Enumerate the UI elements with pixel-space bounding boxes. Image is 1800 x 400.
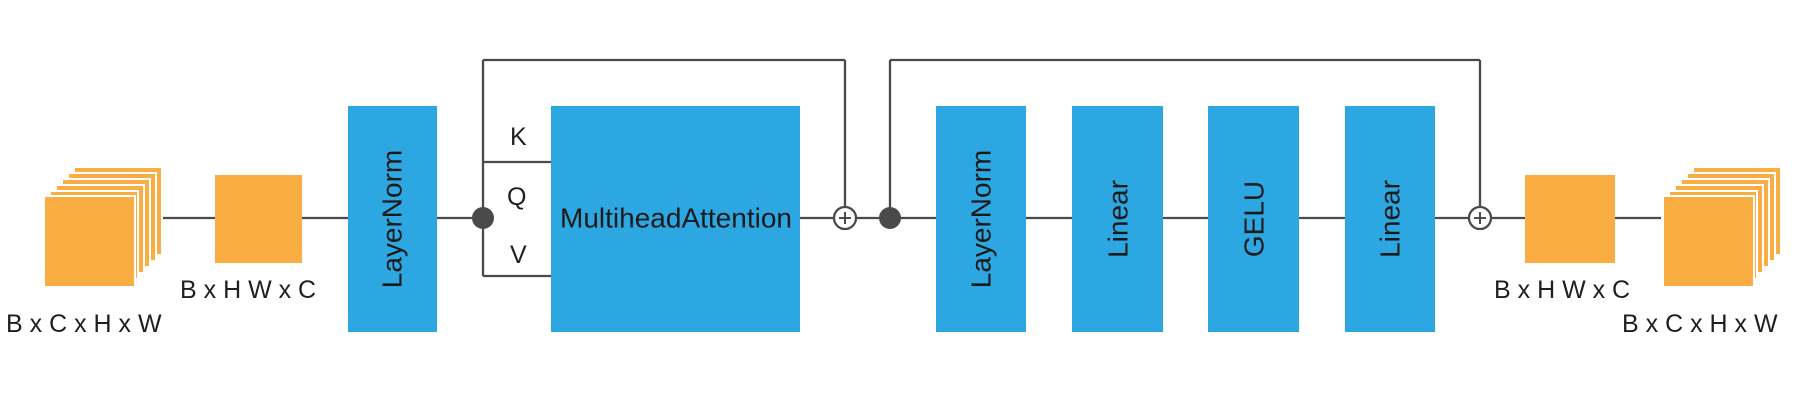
plus-circle-icon [832, 205, 858, 231]
junction-dot-icon [472, 207, 494, 229]
output-token-shape-label: B x H W x C [1494, 276, 1630, 304]
layernorm-2-label: LayerNorm [966, 150, 997, 288]
output-image-shape-label: B x C x H x W [1622, 310, 1778, 338]
layernorm-1-label: LayerNorm [377, 150, 408, 288]
gelu-block [1208, 106, 1299, 332]
plus-circle-icon [1467, 205, 1493, 231]
gelu-label: GELU [1239, 181, 1270, 257]
input-tensor-stack [43, 166, 163, 288]
input-token-shape-label: B x H W x C [180, 276, 316, 304]
connections [162, 58, 1661, 278]
input-token-tensor [215, 175, 302, 263]
input-tensor-layer [43, 195, 136, 288]
linear-2-label: Linear [1375, 180, 1406, 258]
linear-block-2 [1345, 106, 1435, 332]
output-token-tensor [1525, 175, 1615, 263]
output-tensor-stack [1662, 166, 1782, 288]
input-image-shape-label: B x C x H x W [6, 310, 162, 338]
query-label: Q [507, 183, 526, 211]
multihead-attention-block [551, 106, 800, 332]
multihead-attention-label: MultiheadAttention [560, 203, 792, 234]
layernorm-block-2 [936, 106, 1026, 332]
linear-block-1 [1072, 106, 1163, 332]
linear-1-label: Linear [1103, 180, 1134, 258]
output-tensor-layer [1662, 195, 1755, 288]
key-label: K [510, 123, 527, 151]
junction-dot-icon [879, 207, 901, 229]
value-label: V [510, 241, 527, 269]
layernorm-block-1 [348, 106, 437, 332]
